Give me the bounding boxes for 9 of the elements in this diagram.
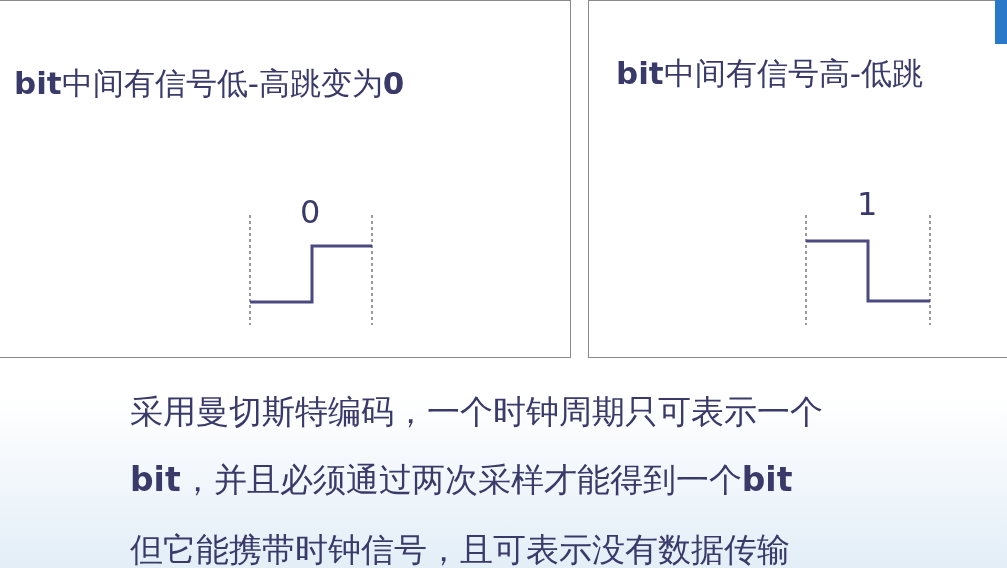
panel-heading: bit中间有信号高-低跳 xyxy=(616,54,923,93)
note-text: bit，并且必须通过两次采样才能得到一个bit xyxy=(130,459,793,501)
panel-heading: bit中间有信号低-高跳变为0 xyxy=(14,64,405,103)
note-text: 但它能携带时钟信号，且可表示没有数据传输 xyxy=(130,529,790,568)
diagram-panel xyxy=(588,0,1007,358)
bit-value-label: 0 xyxy=(300,193,321,231)
bit-value-label: 1 xyxy=(857,185,878,223)
diagram-panel xyxy=(0,0,571,358)
note-text: 采用曼切斯特编码，一个时钟周期只可表示一个 xyxy=(130,391,823,433)
